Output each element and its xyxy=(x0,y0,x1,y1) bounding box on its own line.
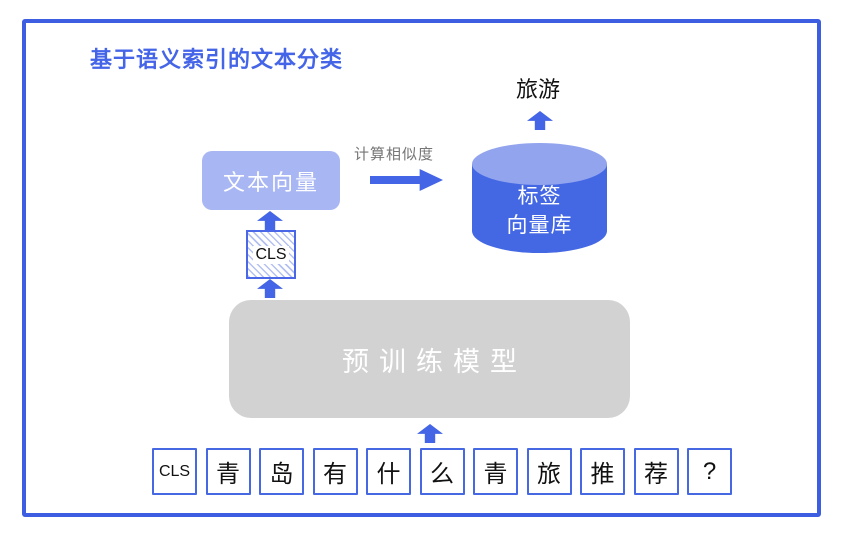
token-box-10: ? xyxy=(687,448,732,495)
token-box-7: 旅 xyxy=(526,448,572,495)
token-box-8: 推 xyxy=(580,448,625,495)
label-vector-database-cylinder: 标签 向量库 xyxy=(472,143,607,253)
diagram-title: 基于语义索引的文本分类 xyxy=(90,47,344,72)
token-box-5: 么 xyxy=(419,448,465,495)
token-box-0: CLS xyxy=(152,448,197,495)
cylinder-top-ellipse xyxy=(472,143,607,185)
predicted-class-label: 旅游 xyxy=(515,77,560,102)
similarity-computation-label: 计算相似度 xyxy=(354,146,435,163)
pretrained-model-box: 预训练模型 xyxy=(229,300,630,418)
token-box-9: 荐 xyxy=(633,448,679,495)
db-label-line1: 标签 xyxy=(517,184,562,208)
token-box-1: 青 xyxy=(205,448,251,495)
token-box-3: 有 xyxy=(312,448,358,495)
diagram-border-frame xyxy=(22,19,821,517)
token-box-2: 岛 xyxy=(259,448,304,495)
cls-embedding-box: CLS xyxy=(246,230,296,279)
text-vector-box: 文本向量 xyxy=(202,151,340,210)
label-vector-database-label: 标签 向量库 xyxy=(472,177,607,245)
token-box-6: 青 xyxy=(473,448,518,495)
token-box-4: 什 xyxy=(366,448,411,495)
db-label-line2: 向量库 xyxy=(506,214,573,237)
cls-embedding-label: CLS xyxy=(253,245,289,264)
